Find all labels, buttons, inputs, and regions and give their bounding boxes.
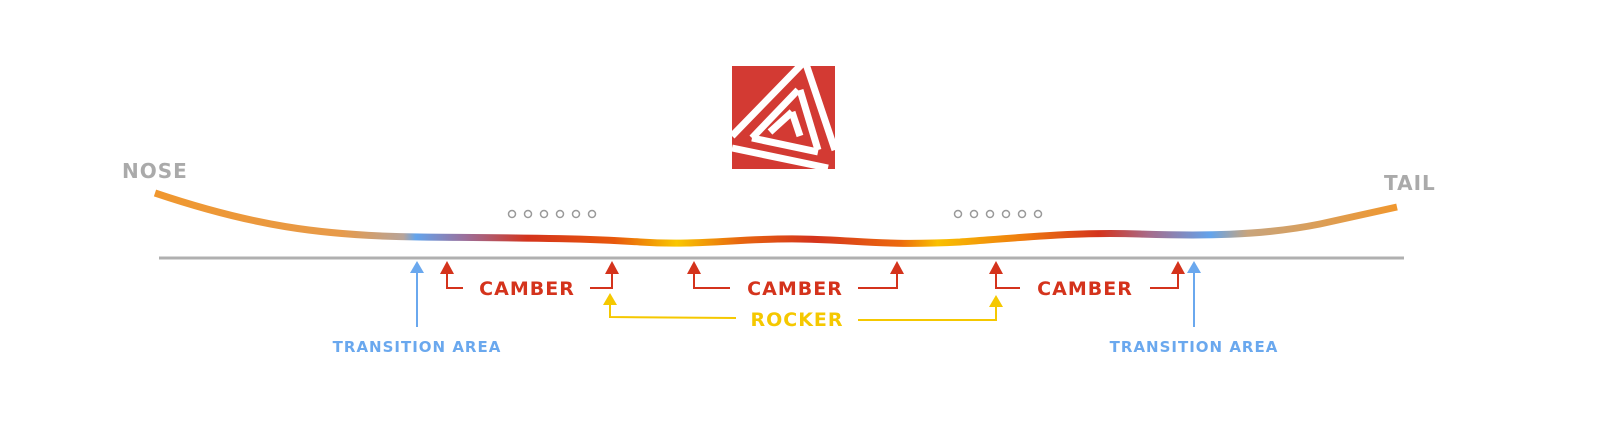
board-profile-curve [153,189,1398,247]
transition-label-right: TRANSITION AREA [1110,338,1279,356]
camber-label-2: CAMBER [747,278,843,300]
rocker-bracket [603,293,1003,321]
camber-bracket-1 [440,261,619,289]
tail-label: TAIL [1384,171,1436,195]
insert-dots-right [953,209,1043,219]
transition-arrow-left [410,261,424,327]
camber-bracket-2 [687,261,904,289]
camber-label-3: CAMBER [1037,278,1133,300]
camber-bracket-3 [989,261,1185,289]
camber-label-1: CAMBER [479,278,575,300]
rocker-label: ROCKER [750,309,843,331]
transition-label-left: TRANSITION AREA [333,338,502,356]
brand-logo [729,61,839,172]
insert-dots-left [507,209,597,219]
nose-label: NOSE [122,159,188,183]
transition-arrow-right [1187,261,1201,327]
